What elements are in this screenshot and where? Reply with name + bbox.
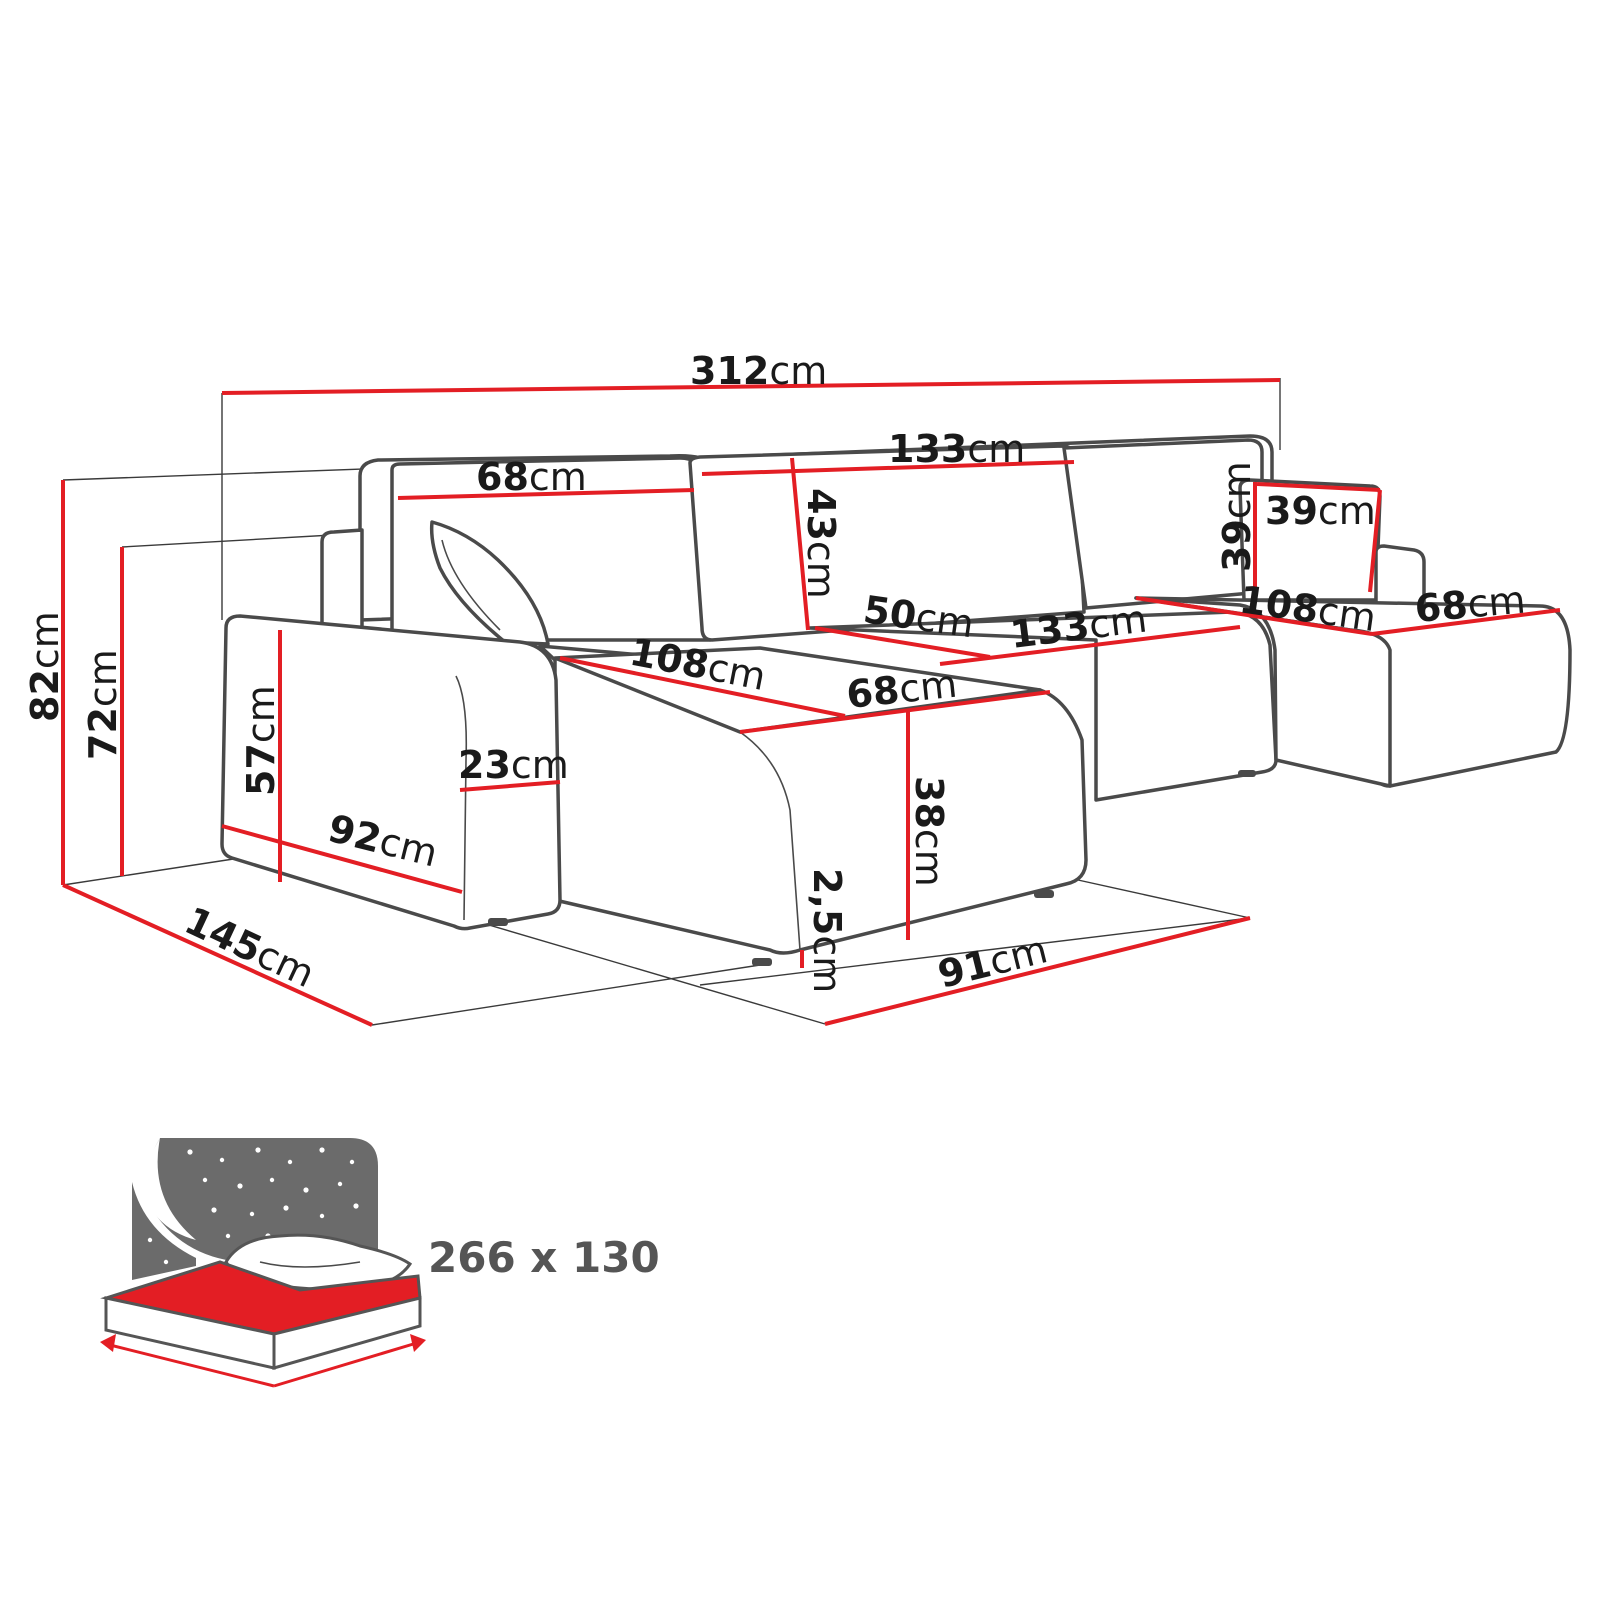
dimension-lines [61,378,1561,1027]
foot-1 [488,918,508,926]
foot-3 [1034,890,1054,898]
night-sky-icon [145,1138,378,1262]
bed-function-icon: 266 x 130 [100,1138,660,1388]
label-armrest-height: 57cm [239,685,283,796]
seat-left-chaise [538,644,1088,955]
label-leg-height: 2,5cm [805,868,849,993]
sofa-illustration [220,434,1572,966]
mattress-side-right [272,1296,422,1370]
label-seat-width-center: 133cm [1008,597,1150,657]
label-total-height: 82cm [23,611,67,722]
right-chaise-side-panel [1374,544,1426,614]
foot-4 [1238,770,1256,777]
stars-icon [147,1147,359,1265]
label-chaise-front-width: 91cm [934,927,1052,997]
bed-size-arrows [100,1334,426,1388]
label-right-back-height: 39cm [1215,461,1259,572]
label-right-back-width: 39cm [1265,489,1376,533]
left-side-panel [320,528,364,642]
bed-size-label: 266 x 130 [428,1233,660,1282]
bed-pillow-icon [224,1233,413,1291]
label-armrest-width: 23cm [458,743,569,787]
label-seat-height: 38cm [907,776,951,887]
label-back-cushion-center: 133cm [888,427,1025,471]
label-chaise-width-right: 68cm [1413,577,1527,630]
label-back-cushion-left: 68cm [476,455,587,499]
label-seat-depth-center: 50cm [861,587,977,646]
label-total-width: 312cm [690,349,827,393]
seat-left-chaise-top [553,646,1042,734]
label-back-cushion-height: 43cm [799,488,843,599]
foot-2 [752,958,772,966]
label-seat-depth-right: 108cm [1237,577,1379,640]
label-chaise-width-left: 68cm [844,662,959,717]
throw-pillow [429,520,550,646]
label-depth-left: 145cm [178,898,321,996]
label-back-height: 72cm [81,649,125,760]
